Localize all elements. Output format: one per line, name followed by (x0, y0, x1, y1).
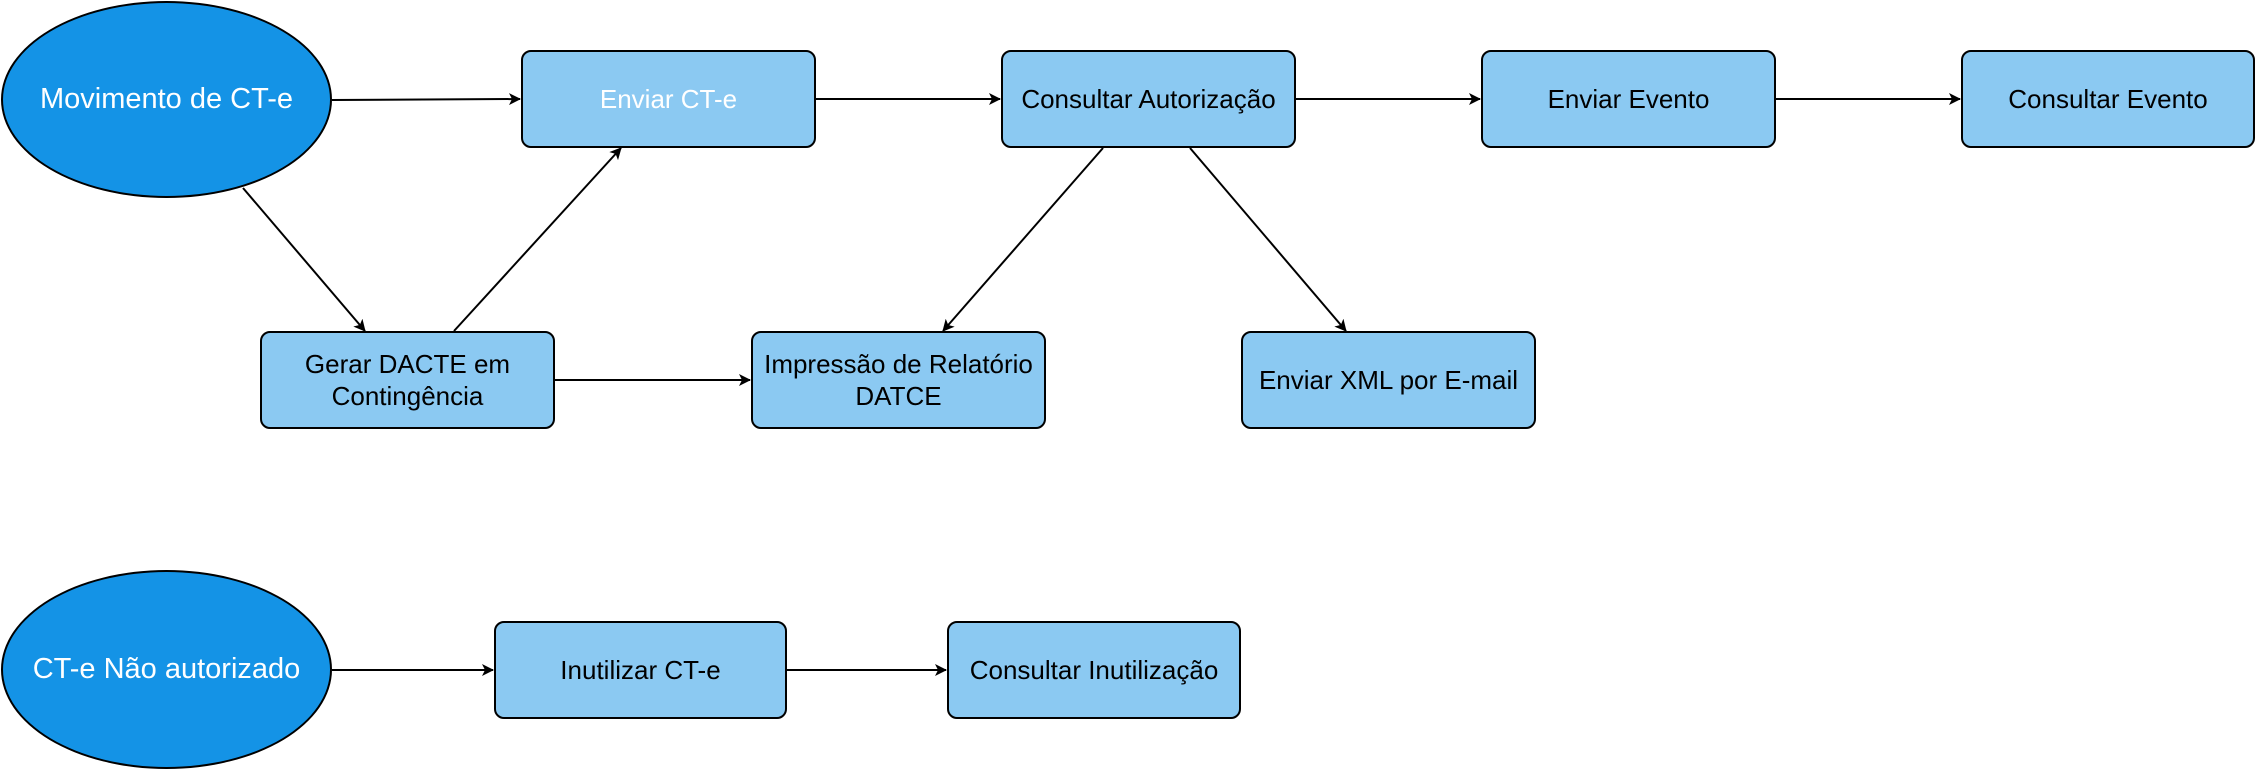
process-enviar-cte-label: Enviar CT-e (599, 83, 738, 114)
arrow-movimento-to-gerar-dacte (242, 187, 366, 332)
process-enviar-evento: Enviar Evento (1481, 50, 1776, 148)
process-consultar-inutilizacao-label: Consultar Inutilização (969, 654, 1219, 685)
start-node-cte-nao-autorizado: CT-e Não autorizado (1, 570, 332, 769)
process-impressao-relatorio: Impressão de Relatório DATCE (751, 331, 1046, 429)
arrow-movimento-to-enviar-cte (331, 93, 521, 106)
process-consultar-evento: Consultar Evento (1961, 50, 2255, 148)
arrow-gerar-dacte-to-enviar-cte (453, 147, 622, 332)
start-node-movimento-cte: Movimento de CT-e (1, 1, 332, 198)
process-inutilizar-cte-label: Inutilizar CT-e (560, 654, 721, 685)
process-enviar-xml-label: Enviar XML por E-mail (1258, 364, 1519, 395)
process-enviar-cte: Enviar CT-e (521, 50, 816, 148)
process-enviar-evento-label: Enviar Evento (1547, 83, 1710, 114)
arrow-consultar-autorizacao-to-impressao (942, 147, 1104, 332)
process-impressao-relatorio-label: Impressão de Relatório DATCE (764, 348, 1033, 412)
process-consultar-autorizacao: Consultar Autorização (1001, 50, 1296, 148)
process-enviar-xml: Enviar XML por E-mail (1241, 331, 1536, 429)
process-consultar-autorizacao-label: Consultar Autorização (1021, 83, 1276, 114)
start-node-movimento-cte-label: Movimento de CT-e (39, 83, 294, 116)
process-gerar-dacte: Gerar DACTE em Contingência (260, 331, 555, 429)
process-consultar-evento-label: Consultar Evento (2008, 83, 2208, 114)
process-gerar-dacte-label: Gerar DACTE em Contingência (304, 348, 511, 412)
process-inutilizar-cte: Inutilizar CT-e (494, 621, 787, 719)
arrow-consultar-autorizacao-to-enviar-xml (1189, 147, 1347, 332)
process-consultar-inutilizacao: Consultar Inutilização (947, 621, 1241, 719)
start-node-cte-nao-autorizado-label: CT-e Não autorizado (32, 653, 301, 686)
